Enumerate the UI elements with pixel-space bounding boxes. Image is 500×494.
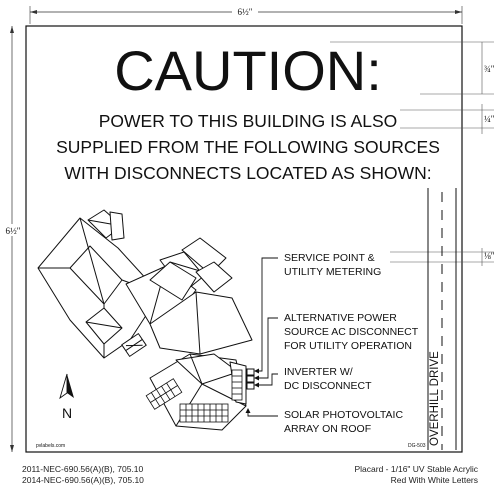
north-arrow-icon: N (59, 373, 74, 421)
footer-code-line-2: 2014-NEC-690.56(A)(B), 705.10 (22, 475, 144, 485)
inverter-box (246, 382, 255, 390)
height-dimension: 6½" (3, 26, 23, 452)
svg-text:ARRAY ON ROOF: ARRAY ON ROOF (284, 423, 371, 435)
road-label: OVERHILL DRIVE (429, 351, 441, 446)
label-service-point: SERVICE POINT & UTILITY METERING (284, 252, 381, 278)
skylight-panels (121, 333, 147, 357)
label-height-label: ⅛" (484, 251, 495, 261)
svg-text:INVERTER W/: INVERTER W/ (284, 366, 353, 378)
footer-material-line-1: Placard - 1/16" UV Stable Acrylic (354, 464, 479, 474)
pv-array-west (145, 378, 183, 410)
ac-disconnect-box (246, 375, 255, 383)
title-height-label: ¾" (484, 64, 495, 74)
svg-text:ALTERNATIVE POWER: ALTERNATIVE POWER (284, 312, 397, 324)
subtitle-height-label: ¼" (484, 114, 495, 124)
pv-array-south (179, 403, 229, 423)
leader-arrowheads (245, 368, 259, 413)
svg-text:SOURCE AC DISCONNECT: SOURCE AC DISCONNECT (284, 326, 419, 338)
road: OVERHILL DRIVE (427, 188, 457, 450)
subtitle-line-2: SUPPLIED FROM THE FOLLOWING SOURCES (56, 137, 440, 157)
width-label: 6½" (238, 7, 253, 17)
svg-text:SERVICE POINT &: SERVICE POINT & (284, 252, 375, 264)
width-dimension: 6½" (29, 5, 463, 24)
placard-border (25, 25, 463, 453)
subtitle-line-1: POWER TO THIS BUILDING IS ALSO (99, 111, 398, 131)
footer-code-line-1: 2011-NEC-690.56(A)(B), 705.10 (22, 464, 144, 474)
svg-text:FOR UTILITY OPERATION: FOR UTILITY OPERATION (284, 340, 412, 352)
subtitle-line-3: WITH DISCONNECTS LOCATED AS SHOWN: (64, 163, 431, 183)
label-solar-array: SOLAR PHOTOVOLTAIC ARRAY ON ROOF (284, 409, 403, 435)
svg-text:SOLAR PHOTOVOLTAIC: SOLAR PHOTOVOLTAIC (284, 409, 403, 421)
pv-array-east (231, 369, 243, 401)
height-label: 6½" (6, 226, 21, 236)
equipment-boxes (246, 368, 255, 390)
leader-lines (247, 257, 278, 417)
north-label: N (62, 405, 72, 421)
service-point-box (246, 368, 255, 376)
footer-material-spec: Placard - 1/16" UV Stable Acrylic Red Wi… (355, 464, 479, 486)
building-drawing (37, 209, 253, 431)
text-height-dimensions (330, 41, 494, 266)
part-number-text: DG-503 (408, 443, 426, 449)
svg-text:UTILITY METERING: UTILITY METERING (284, 266, 381, 278)
caution-title: CAUTION: (114, 39, 382, 102)
footer-code-references: 2011-NEC-690.56(A)(B), 705.10 2014-NEC-6… (22, 464, 144, 486)
footer-material-line-2: Red With White Letters (390, 475, 478, 485)
label-ac-disconnect: ALTERNATIVE POWER SOURCE AC DISCONNECT F… (284, 312, 419, 352)
label-inverter: INVERTER W/ DC DISCONNECT (284, 366, 372, 392)
svg-text:DC DISCONNECT: DC DISCONNECT (284, 380, 372, 392)
website-text: pvlabels.com (36, 443, 65, 449)
